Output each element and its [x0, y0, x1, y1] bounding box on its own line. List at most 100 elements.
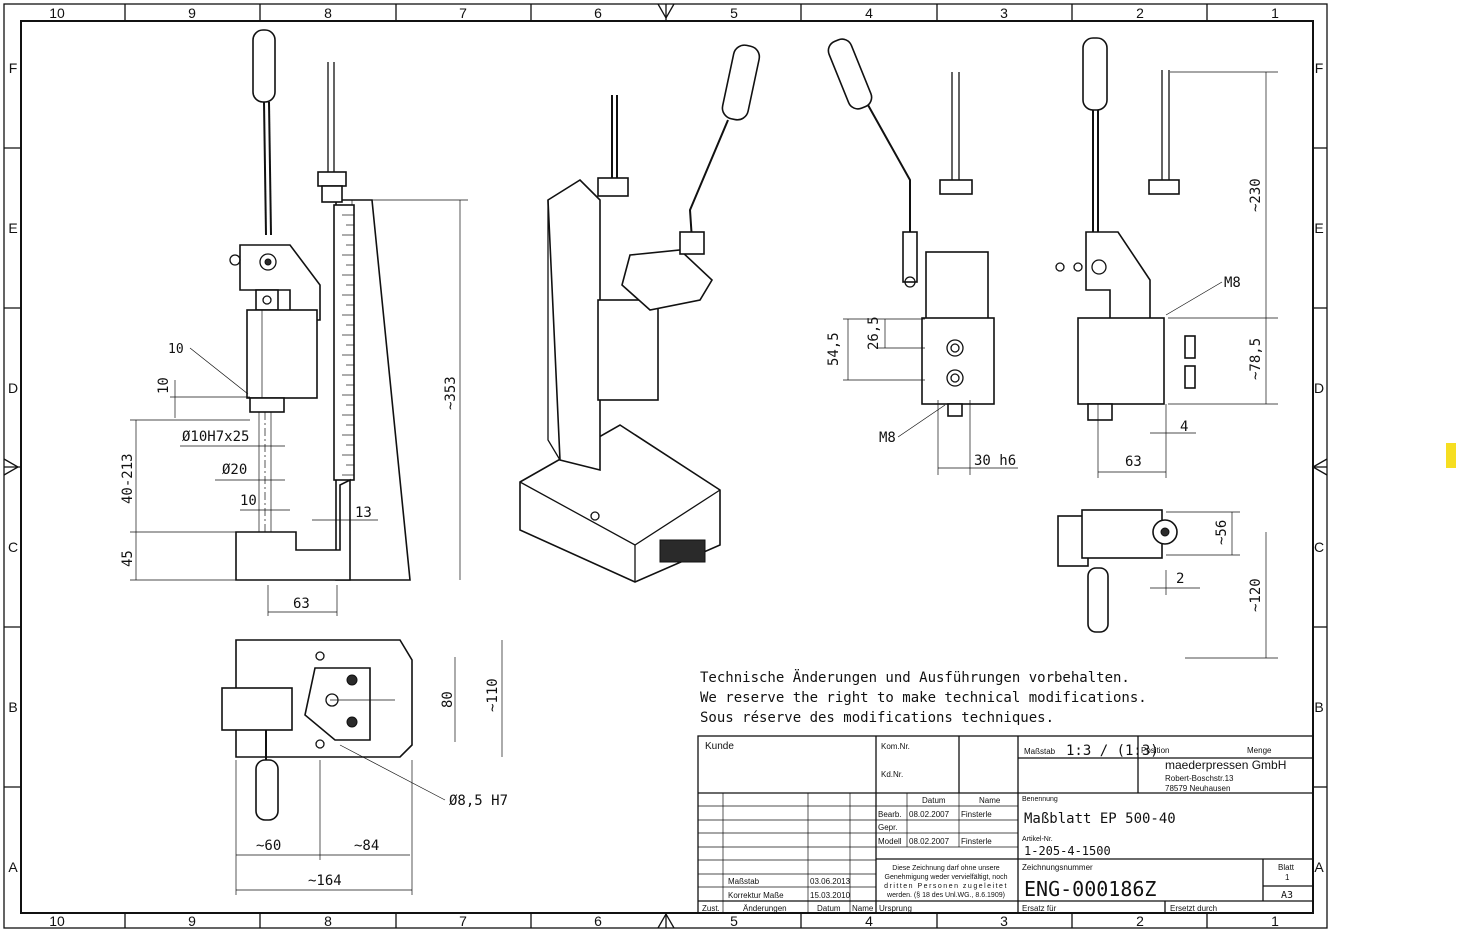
tb-zeichnung-label: Zeichnungsnummer — [1022, 863, 1093, 872]
side-dim-45: 45 — [120, 550, 136, 567]
col-label-bottom-7: 7 — [459, 913, 467, 929]
tb-position: Position — [1141, 746, 1169, 755]
tb-street: Robert-Boschstr.13 — [1165, 774, 1234, 783]
tb-rev1-date: 03.06.2013 — [810, 877, 851, 886]
tb-bearb-date: 08.02.2007 — [909, 810, 950, 819]
tb-rev2-label: Korrektur Maße — [728, 891, 784, 900]
tb-artikel: 1-205-4-1500 — [1024, 844, 1111, 858]
front-dim-26-5: 26,5 — [866, 316, 882, 350]
col-label-6: 6 — [594, 5, 602, 21]
tb-massstab-label: Maßstab — [1024, 747, 1056, 756]
col-label-4: 4 — [865, 5, 873, 21]
tb-modell-date: 08.02.2007 — [909, 837, 950, 846]
top-view — [221, 639, 503, 895]
side-dim-head-10: 10 — [156, 377, 172, 394]
right-top-view — [1057, 509, 1278, 659]
side-view — [130, 29, 468, 616]
tb-massstab-value: 1:3 / (1:3) — [1066, 743, 1159, 759]
highlight-marker — [1446, 443, 1456, 468]
tb-ersatz-fuer: Ersatz für — [1022, 904, 1057, 913]
tb-copyright-3: dritten Personen zugeleitet — [884, 883, 1008, 890]
tb-copyright-4: werden. (§ 18 des Unl.WG., 8.6.1909) — [886, 892, 1005, 899]
col-label-bottom-1: 1 — [1271, 913, 1279, 929]
tb-datum-header: Datum — [922, 796, 946, 805]
row-label-right-e: E — [1314, 220, 1323, 236]
row-label-right-b: B — [1314, 699, 1323, 715]
right-top-dim-56: ~56 — [1214, 520, 1230, 545]
row-label-right-d: D — [1314, 380, 1324, 396]
tb-gepr: Gepr. — [878, 823, 898, 832]
note-french: Sous réserve des modifications technique… — [700, 710, 1054, 726]
side-thread-label: 10 — [168, 342, 184, 357]
col-label-8: 8 — [324, 5, 332, 21]
tb-copyright-2: Genehmigung weder vervielfältigt, noch — [885, 874, 1008, 881]
col-label-bottom-3: 3 — [1000, 913, 1008, 929]
tb-benennung: Maßblatt EP 500-40 — [1024, 811, 1176, 827]
col-label-5: 5 — [730, 5, 738, 21]
tb-blatt: 1 — [1285, 873, 1290, 882]
col-label-bottom-8: 8 — [324, 913, 332, 929]
tb-copyright-1: Diese Zeichnung darf ohne unsere — [892, 865, 1000, 872]
col-label-9: 9 — [188, 5, 196, 21]
right-top-dim-2: 2 — [1176, 571, 1184, 587]
tb-rev1-label: Maßstab — [728, 877, 760, 886]
top-dim-84: ~84 — [354, 838, 379, 854]
tb-modell: Modell — [878, 837, 902, 846]
col-label-bottom-6: 6 — [594, 913, 602, 929]
row-label-d: D — [8, 380, 18, 396]
row-label-a: A — [8, 859, 18, 875]
col-label-bottom-2: 2 — [1136, 913, 1144, 929]
tb-ursprung: Ursprung — [879, 904, 912, 913]
tb-aenderungen: Änderungen — [743, 904, 787, 913]
row-label-c: C — [8, 539, 18, 555]
tb-datum-footer: Datum — [817, 904, 841, 913]
side-dim-13: 13 — [355, 505, 372, 521]
col-label-2: 2 — [1136, 5, 1144, 21]
col-label-10: 10 — [49, 5, 65, 21]
top-dim-60: ~60 — [256, 838, 281, 854]
tb-menge: Menge — [1247, 746, 1272, 755]
tb-zeichnung: ENG-000186Z — [1024, 877, 1156, 901]
tb-kom-nr: Kom.Nr. — [881, 742, 910, 751]
tb-city: 78579 Neuhausen — [1165, 784, 1230, 793]
tb-name-footer: Name — [852, 904, 874, 913]
right-dim-63: 63 — [1125, 454, 1142, 470]
row-label-e: E — [8, 220, 17, 236]
tb-ersetzt-durch: Ersetzt durch — [1170, 904, 1217, 913]
tb-kd-nr: Kd.Nr. — [881, 770, 903, 779]
col-label-7: 7 — [459, 5, 467, 21]
right-view — [1055, 37, 1278, 478]
col-label-bottom-10: 10 — [49, 913, 65, 929]
note-english: We reserve the right to make technical m… — [700, 690, 1147, 706]
tb-modell-name: Finsterle — [961, 837, 992, 846]
drawing-frame — [3, 3, 1328, 929]
right-dim-4: 4 — [1180, 419, 1188, 435]
tb-rev2-date: 15.03.2010 — [810, 891, 851, 900]
col-label-bottom-5: 5 — [730, 913, 738, 929]
title-block — [697, 735, 1314, 914]
tb-blatt-label: Blatt — [1278, 863, 1295, 872]
col-label-bottom-9: 9 — [188, 913, 196, 929]
side-dim-10b: 10 — [240, 493, 257, 509]
note-german: Technische Änderungen und Ausführungen v… — [700, 668, 1130, 686]
row-label-b: B — [8, 699, 17, 715]
row-label-right-c: C — [1314, 539, 1324, 555]
top-dim-80: 80 — [440, 691, 456, 708]
front-thread-m8: M8 — [879, 430, 896, 446]
row-label-right-f: F — [1315, 60, 1324, 76]
tb-artikel-label: Artikel-Nr. — [1022, 836, 1053, 843]
col-label-bottom-4: 4 — [865, 913, 873, 929]
front-dim-30-h6: 30 h6 — [974, 453, 1016, 469]
side-dim-height-353: ~353 — [443, 376, 459, 410]
front-dim-54-5: 54,5 — [826, 332, 842, 366]
top-dim-bore-8-5: Ø8,5 H7 — [449, 793, 508, 809]
row-label-f: F — [9, 60, 18, 76]
side-dim-63: 63 — [293, 596, 310, 612]
top-dim-110: ~110 — [485, 678, 501, 712]
row-label-right-a: A — [1314, 859, 1324, 875]
right-thread-m8: M8 — [1224, 275, 1241, 291]
tb-benennung-label: Benennung — [1022, 796, 1058, 803]
side-dim-bore: Ø10H7x25 — [182, 429, 249, 445]
tb-zust: Zust. — [702, 904, 720, 913]
